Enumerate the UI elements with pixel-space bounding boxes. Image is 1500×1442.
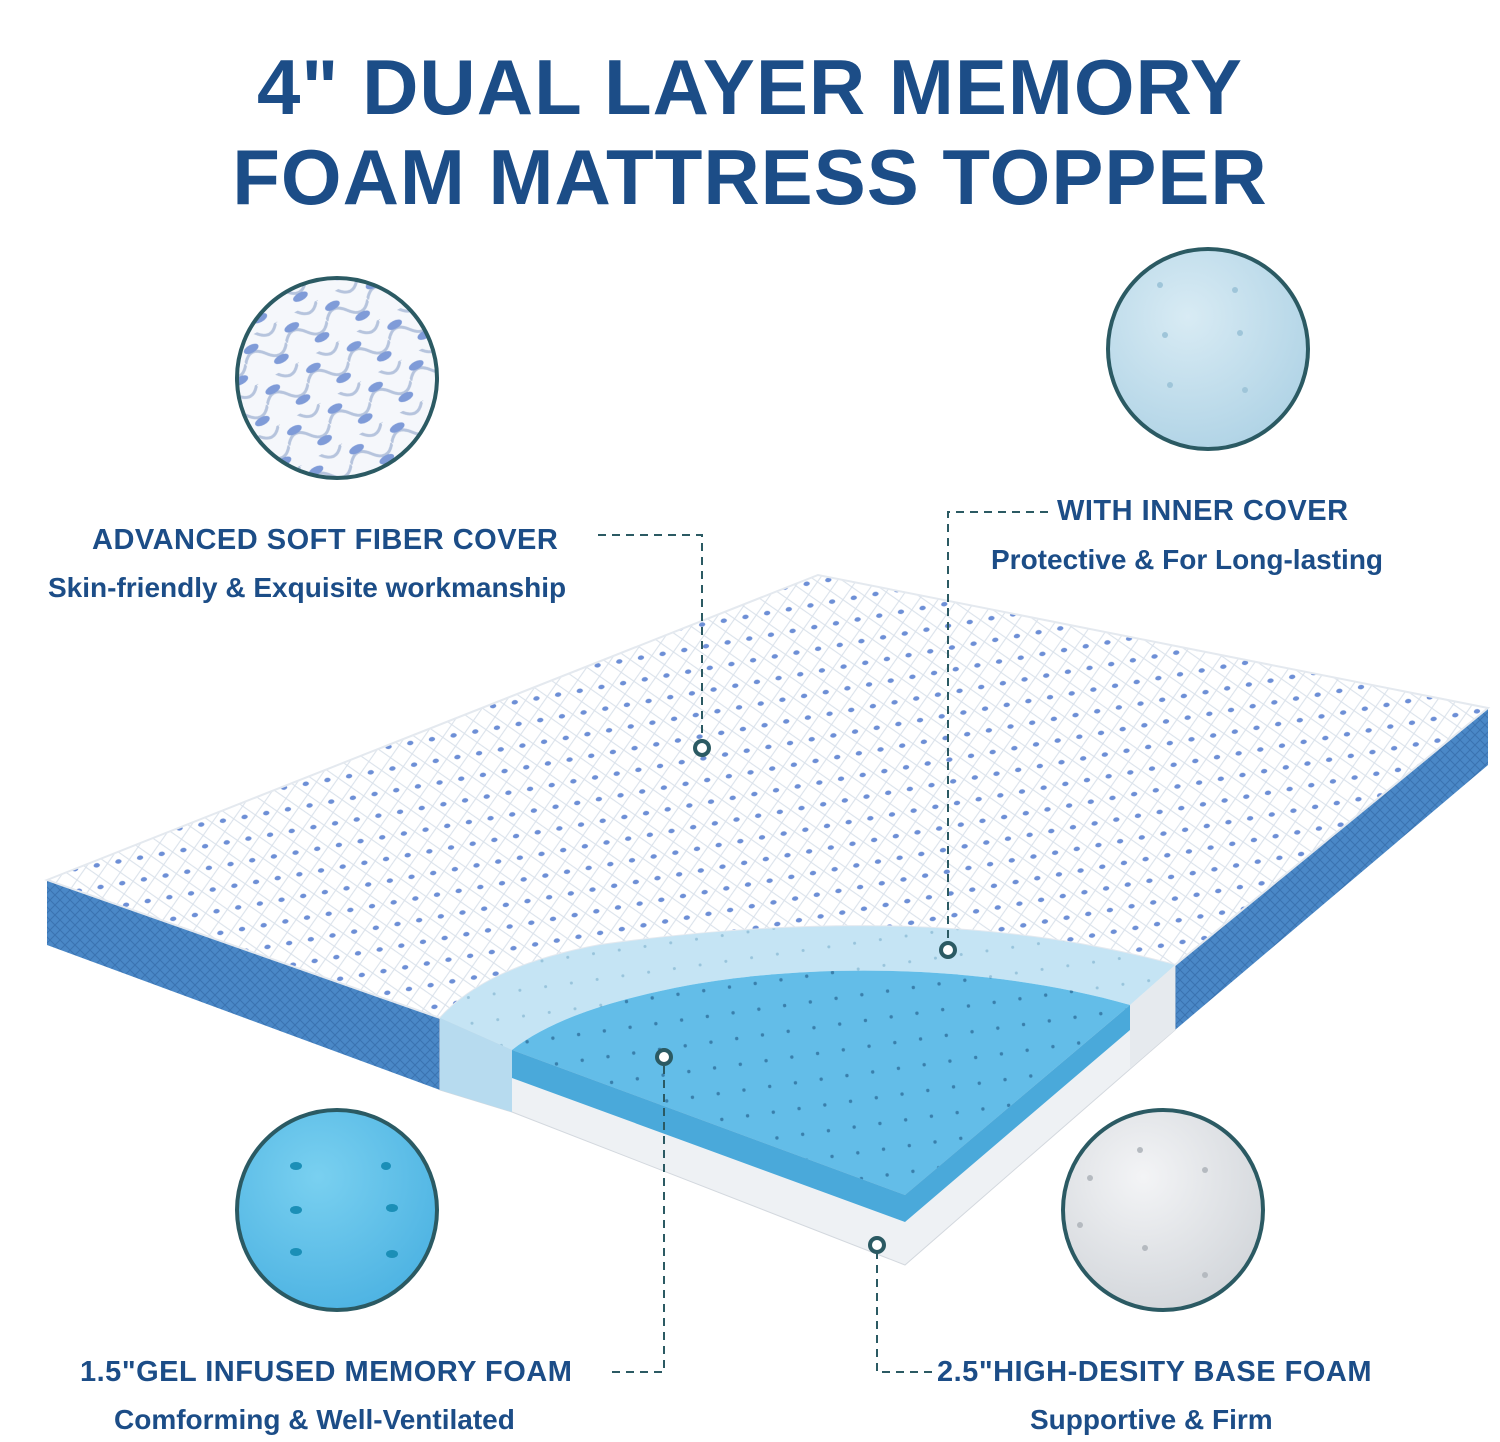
- mattress-right-side: [1175, 708, 1488, 1030]
- gel-foam-subtitle: Comforming & Well-Ventilated: [114, 1404, 515, 1435]
- leader-lines: [598, 511, 1048, 1373]
- inner-cover-closeup: [1108, 249, 1308, 449]
- cover-closeup: [237, 278, 437, 478]
- gel-foam-edge: [512, 1005, 1130, 1222]
- inner-cover-heading: WITH INNER COVER: [1057, 495, 1349, 527]
- leader-cover: [598, 534, 703, 742]
- leader-base-foam: [876, 1252, 932, 1373]
- leader-inner-cover: [947, 511, 1048, 943]
- gel-foam-heading: 1.5"GEL INFUSED MEMORY FOAM: [80, 1356, 573, 1388]
- cover-subtitle: Skin-friendly & Exquisite workmanship: [48, 572, 567, 603]
- marker-dots: [655, 739, 957, 1254]
- title-line-1: 4" DUAL LAYER MEMORY: [257, 43, 1243, 131]
- leader-gel-foam: [612, 1064, 665, 1373]
- base-foam-right-edge: [1130, 965, 1175, 1068]
- title-line-2: FOAM MATTRESS TOPPER: [232, 133, 1268, 221]
- base-foam-heading: 2.5"HIGH-DESITY BASE FOAM: [937, 1356, 1372, 1388]
- inner-cover-subtitle: Protective & For Long-lasting: [991, 544, 1384, 575]
- cover-heading: ADVANCED SOFT FIBER COVER: [92, 524, 559, 556]
- base-foam-closeup: [1063, 1110, 1263, 1310]
- gel-foam-closeup: [237, 1110, 437, 1310]
- base-foam-subtitle: Supportive & Firm: [1030, 1404, 1273, 1435]
- mattress-left-side: [47, 880, 440, 1090]
